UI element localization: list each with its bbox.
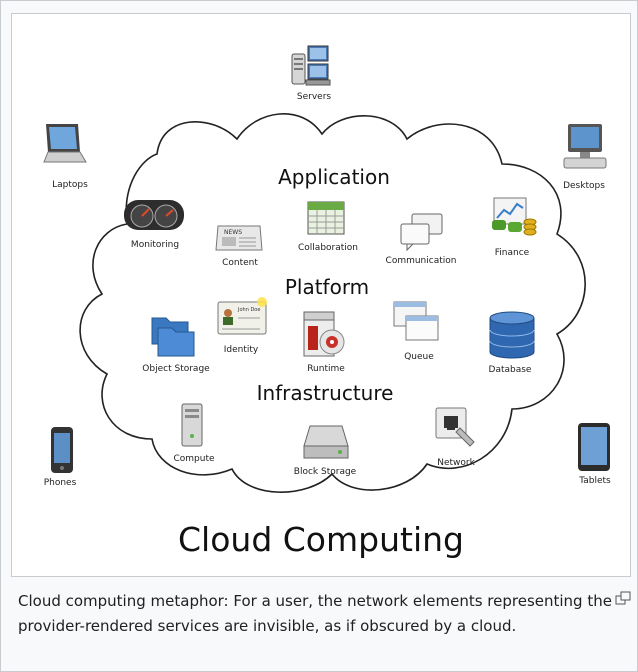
newspaper-icon: NEWS xyxy=(215,225,263,251)
label-tablets: Tablets xyxy=(579,476,611,486)
layer-infrastructure: Infrastructure xyxy=(256,381,394,405)
label-network: Network xyxy=(437,458,475,468)
label-finance: Finance xyxy=(494,248,530,258)
queue-windows-icon xyxy=(393,301,439,341)
label-block-storage: Block Storage xyxy=(293,467,357,477)
database-icon xyxy=(489,311,535,359)
label-compute: Compute xyxy=(173,454,215,464)
label-identity: Identity xyxy=(223,345,259,355)
label-database: Database xyxy=(488,365,532,375)
servers-icon xyxy=(291,45,331,86)
enlarge-icon[interactable] xyxy=(615,591,631,605)
label-object-storage: Object Storage xyxy=(142,364,210,374)
compute-server-icon xyxy=(181,403,203,447)
news-text: NEWS xyxy=(224,229,242,236)
network-jack-icon xyxy=(435,407,475,447)
diagram-image[interactable]: Servers Laptops Desktops Phones Tabl xyxy=(11,13,631,577)
laptop-icon xyxy=(43,124,87,163)
monitoring-gauge-icon xyxy=(124,200,184,230)
calendar-icon xyxy=(307,201,345,235)
id-card-name: John Doe xyxy=(237,307,260,313)
id-card-icon: John Doe xyxy=(217,297,267,335)
label-communication: Communication xyxy=(385,256,457,266)
cloud-shape xyxy=(79,113,586,493)
finance-chart-icon xyxy=(492,197,537,236)
desktop-icon xyxy=(563,124,607,169)
label-collaboration: Collaboration xyxy=(298,243,358,253)
diagram-title: Cloud Computing xyxy=(178,520,464,559)
label-monitoring: Monitoring xyxy=(130,240,180,250)
hard-drive-icon xyxy=(303,425,349,459)
figure-caption: Cloud computing metaphor: For a user, th… xyxy=(18,592,612,635)
label-desktops: Desktops xyxy=(563,181,605,191)
folders-icon xyxy=(151,317,195,357)
label-laptops: Laptops xyxy=(52,180,88,190)
speech-bubbles-icon xyxy=(400,213,443,252)
label-servers: Servers xyxy=(296,92,332,102)
layer-platform: Platform xyxy=(284,275,370,299)
label-content: Content xyxy=(222,258,258,268)
layer-application: Application xyxy=(278,165,390,189)
label-queue: Queue xyxy=(404,352,434,362)
runtime-package-icon xyxy=(303,311,345,357)
phone-icon xyxy=(51,427,73,473)
label-runtime: Runtime xyxy=(307,364,345,374)
tablet-icon xyxy=(578,423,610,471)
label-phones: Phones xyxy=(43,478,77,488)
